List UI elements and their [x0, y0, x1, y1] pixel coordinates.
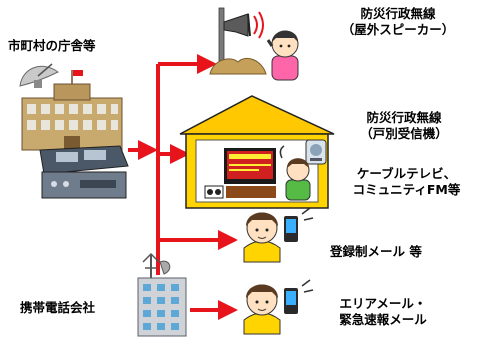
outdoor-speaker-subtitle: （屋外スピーカー） — [341, 22, 455, 37]
radio-receiver-icon — [305, 139, 327, 165]
registered-mail-label: 登録制メール 等 — [330, 244, 422, 259]
household-receiver-subtitle: （戸別受信機） — [360, 126, 448, 141]
viewer-person-icon — [279, 145, 311, 201]
carrier-building-icon — [137, 277, 187, 337]
area-mail-line2: 緊急速報メール — [339, 312, 427, 327]
city-office-label: 市町村の庁舎等 — [8, 38, 96, 53]
mail-recipient-icon — [243, 207, 314, 263]
area-mail-line1: エリアメール・ — [339, 296, 427, 311]
arrow-network — [128, 54, 238, 320]
cable-tv-line2: コミュニティFM等 — [352, 182, 461, 197]
antenna-icon — [142, 252, 171, 278]
listener-person-icon — [266, 30, 299, 81]
carrier-label: 携帯電話会社 — [20, 300, 96, 315]
cable-tv-caption: ケーブルテレビ、 コミュニティFM等 — [334, 166, 479, 198]
satellite-dish-icon — [19, 63, 59, 88]
cable-tv-line1: ケーブルテレビ、 — [356, 166, 457, 181]
phone-icon — [284, 216, 298, 242]
outdoor-speaker-caption: 防災行政無線 （屋外スピーカー） — [318, 6, 478, 38]
household-receiver-caption: 防災行政無線 （戸別受信機） — [344, 110, 464, 142]
area-mail-caption: エリアメール・ 緊急速報メール — [318, 296, 448, 328]
phone-icon — [284, 288, 298, 314]
console-icon — [39, 145, 129, 199]
outdoor-speaker-title: 防災行政無線 — [360, 6, 436, 21]
area-mail-recipient-icon — [243, 279, 314, 335]
household-receiver-title: 防災行政無線 — [366, 110, 442, 125]
tv-icon — [204, 148, 276, 199]
loudspeaker-icon — [209, 7, 267, 75]
